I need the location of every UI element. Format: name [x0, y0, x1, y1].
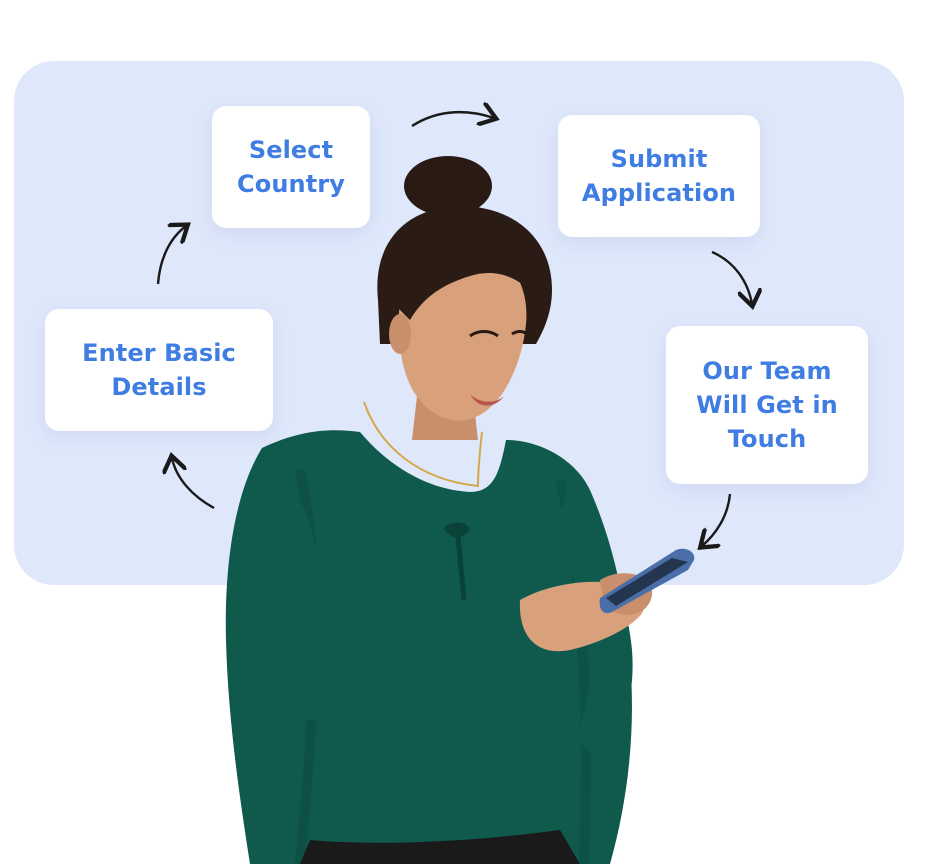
step-label-line: Application [581, 179, 737, 207]
step-submit-application-card: Submit Application [558, 115, 760, 237]
step-label-line: Will Get in [696, 391, 838, 419]
step-enter-details-card: Enter Basic Details [45, 309, 273, 431]
step-label-line: Select [248, 136, 334, 164]
step-team-contact-label: Our Team Will Get in Touch [696, 354, 838, 456]
step-enter-details-label: Enter Basic Details [82, 336, 236, 404]
step-label-line: Touch [727, 425, 807, 453]
step-label-line: Details [111, 373, 207, 401]
step-label-line: Submit [610, 145, 708, 173]
step-select-country-card: Select Country [212, 106, 370, 228]
step-select-country-label: Select Country [237, 133, 345, 201]
step-label-line: Enter Basic [82, 339, 236, 367]
step-team-contact-card: Our Team Will Get in Touch [666, 326, 868, 484]
step-submit-application-label: Submit Application [582, 142, 736, 210]
step-label-line: Our Team [702, 357, 832, 385]
step-label-line: Country [237, 170, 345, 198]
